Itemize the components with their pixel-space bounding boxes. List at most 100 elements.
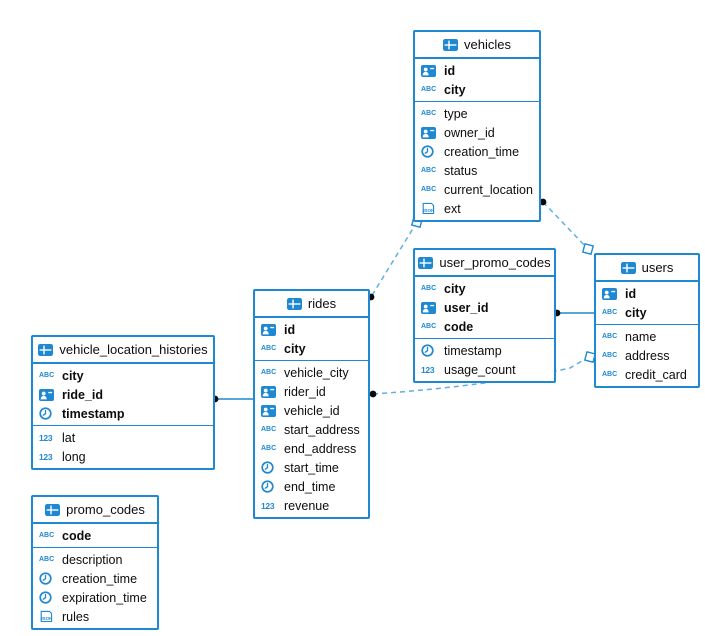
field-row-id[interactable]: id	[255, 320, 368, 339]
field-label: rider_id	[284, 384, 326, 399]
relation-vehicles-rides[interactable]	[370, 221, 418, 298]
clock-icon	[261, 461, 279, 474]
field-label: start_time	[284, 460, 339, 475]
text-icon: ABC	[421, 86, 437, 93]
table-header[interactable]: rides	[255, 291, 368, 318]
field-label: rules	[62, 609, 90, 624]
field-label: name	[625, 329, 657, 344]
field-row-vehicle_id[interactable]: vehicle_id	[255, 401, 368, 420]
table-header[interactable]: vehicle_location_histories	[33, 337, 213, 364]
field-label: user_id	[444, 300, 489, 315]
table-header[interactable]: vehicles	[415, 32, 539, 59]
field-label: city	[444, 281, 466, 296]
field-row-rider_id[interactable]: rider_id	[255, 382, 368, 401]
text-icon: ABC	[39, 372, 55, 379]
field-row-timestamp[interactable]: timestamp	[33, 404, 213, 423]
field-row-id[interactable]: id	[415, 61, 539, 80]
field-row-owner_id[interactable]: owner_id	[415, 123, 539, 142]
clock-icon	[421, 145, 439, 158]
field-label: usage_count	[444, 362, 516, 377]
text-icon: ABC	[39, 556, 55, 563]
field-row-city[interactable]: ABC city	[415, 80, 539, 99]
relation-rides-users[interactable]	[372, 357, 588, 395]
number-icon: 123	[39, 432, 53, 443]
table-header[interactable]: user_promo_codes	[415, 250, 554, 277]
relation-endpoint-dot[interactable]	[539, 198, 547, 206]
field-label: type	[444, 106, 468, 121]
field-row-ride_id[interactable]: ride_id	[33, 385, 213, 404]
relation-endpoint-square[interactable]	[581, 242, 595, 256]
field-row-rules[interactable]: JSON rules	[33, 607, 157, 626]
svg-text:JSON: JSON	[422, 208, 434, 213]
field-row-city[interactable]: ABC city	[33, 366, 213, 385]
field-label: owner_id	[444, 125, 495, 140]
clock-icon	[39, 407, 57, 420]
relation-endpoint-dot[interactable]	[369, 390, 377, 398]
table-icon	[443, 38, 459, 51]
field-label: city	[62, 368, 84, 383]
field-row-user_id[interactable]: user_id	[415, 298, 554, 317]
table-title: rides	[307, 296, 337, 311]
table-title: promo_codes	[66, 502, 145, 517]
field-row-usage_count[interactable]: 123 usage_count	[415, 360, 554, 379]
text-icon: ABC	[602, 352, 618, 359]
field-label: vehicle_city	[284, 365, 349, 380]
number-icon: 123	[421, 364, 435, 375]
id-card-icon	[261, 404, 279, 417]
id-card-icon	[261, 323, 279, 336]
table-icon	[286, 297, 302, 310]
svg-text:JSON: JSON	[40, 616, 52, 621]
table-header[interactable]: promo_codes	[33, 497, 157, 524]
field-row-name[interactable]: ABC name	[596, 327, 698, 346]
field-label: status	[444, 163, 478, 178]
table-title: user_promo_codes	[439, 255, 551, 270]
field-row-creation_time[interactable]: creation_time	[33, 569, 157, 588]
text-icon: ABC	[261, 426, 277, 433]
relation-vehicles-users[interactable]	[542, 201, 589, 250]
table-title: vehicle_location_histories	[59, 342, 208, 357]
field-row-end_time[interactable]: end_time	[255, 477, 368, 496]
field-row-creation_time[interactable]: creation_time	[415, 142, 539, 161]
field-label: city	[625, 305, 647, 320]
field-label: expiration_time	[62, 590, 147, 605]
field-label: city	[444, 82, 466, 97]
field-label: city	[284, 341, 306, 356]
field-row-expiration_time[interactable]: expiration_time	[33, 588, 157, 607]
text-icon: ABC	[421, 186, 437, 193]
field-label: end_address	[284, 441, 357, 456]
id-card-icon	[261, 385, 279, 398]
field-row-id[interactable]: id	[596, 284, 698, 303]
field-row-start_time[interactable]: start_time	[255, 458, 368, 477]
id-card-icon	[39, 388, 57, 401]
text-icon: ABC	[602, 333, 618, 340]
field-row-timestamp[interactable]: timestamp	[415, 341, 554, 360]
table-title: vehicles	[464, 37, 511, 52]
table-header[interactable]: users	[596, 255, 698, 282]
